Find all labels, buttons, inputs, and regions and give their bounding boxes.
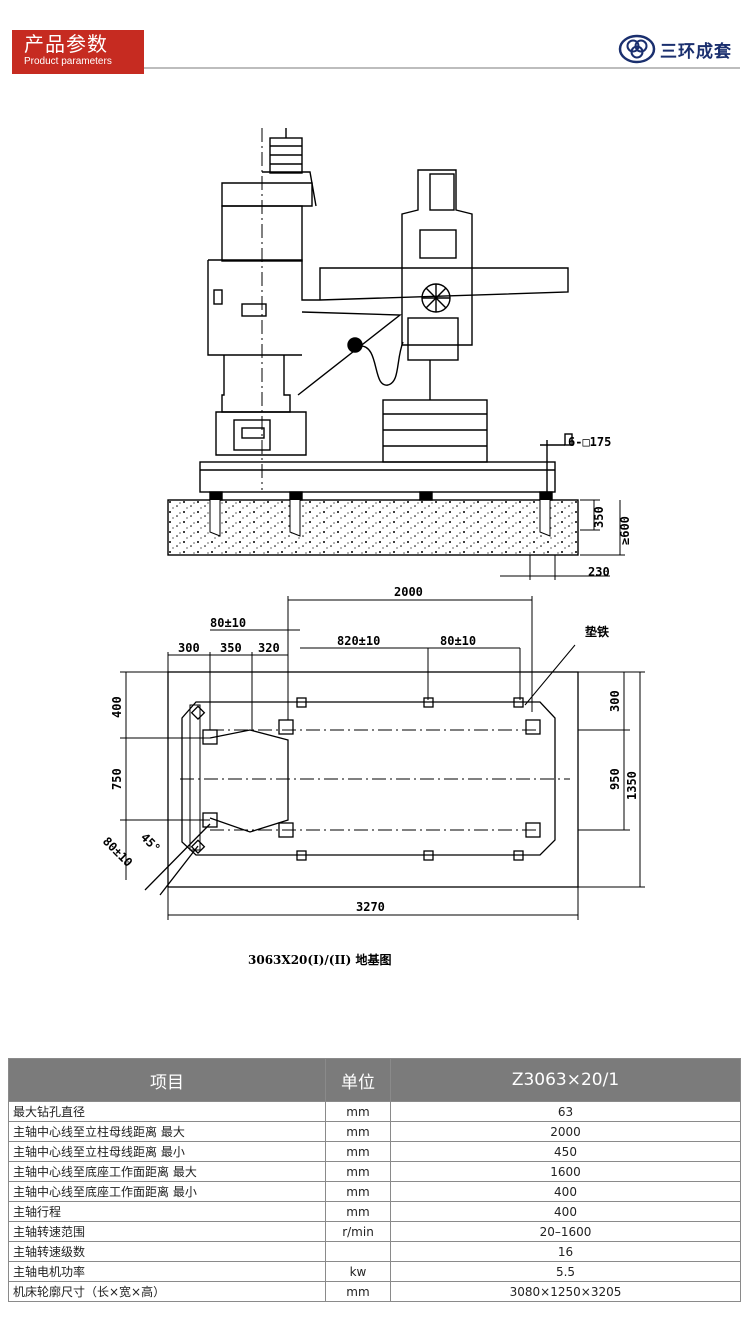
logo-emblem-icon <box>618 34 656 64</box>
dim-320-top: 320 <box>258 641 280 655</box>
dim-45-deg: 45° <box>138 830 163 855</box>
row-item: 主轴行程 <box>8 1201 326 1222</box>
dim-230: 230 <box>588 565 610 579</box>
row-item: 主轴中心线至底座工作面距离 最大 <box>8 1161 326 1182</box>
spec-table: 项目 单位 Z3063×20/1 最大钻孔直径 mm 63 主轴中心线至立柱母线… <box>8 1058 741 1302</box>
dim-350-top: 350 <box>220 641 242 655</box>
section-title-badge: 产品参数 Product parameters <box>12 30 144 74</box>
dim-820-10: 820±10 <box>337 634 380 648</box>
row-unit: mm <box>325 1121 391 1142</box>
table-row: 主轴转速级数 16 <box>8 1241 741 1262</box>
header-model: Z3063×20/1 <box>390 1058 741 1102</box>
row-item: 主轴电机功率 <box>8 1261 326 1282</box>
row-value: 400 <box>390 1181 741 1202</box>
row-unit: r/min <box>325 1221 391 1242</box>
header-divider <box>144 67 740 69</box>
dim-350: 350 <box>592 506 606 528</box>
table-header-row: 项目 单位 Z3063×20/1 <box>8 1058 741 1102</box>
dim-400-left: 400 <box>110 696 124 718</box>
row-item: 机床轮廓尺寸（长×宽×高） <box>8 1281 326 1302</box>
row-unit <box>325 1241 391 1262</box>
row-value: 1600 <box>390 1161 741 1182</box>
row-value: 16 <box>390 1241 741 1262</box>
drill-machine-elevation <box>199 128 573 501</box>
logo-text: 三环成套 <box>660 41 732 62</box>
row-item: 最大钻孔直径 <box>8 1101 326 1122</box>
dim-2000: 2000 <box>394 585 423 599</box>
dim-3270: 3270 <box>356 900 385 914</box>
table-row: 主轴中心线至立柱母线距离 最大 mm 2000 <box>8 1121 741 1142</box>
row-unit: mm <box>325 1201 391 1222</box>
table-row: 最大钻孔直径 mm 63 <box>8 1101 741 1122</box>
dim-6-175: 6-□175 <box>568 435 611 449</box>
row-unit: kw <box>325 1261 391 1282</box>
row-unit: mm <box>325 1141 391 1162</box>
row-unit: mm <box>325 1161 391 1182</box>
row-item: 主轴中心线至立柱母线距离 最大 <box>8 1121 326 1142</box>
row-value: 20–1600 <box>390 1221 741 1242</box>
row-item: 主轴中心线至立柱母线距离 最小 <box>8 1141 326 1162</box>
section-title-cn: 产品参数 <box>24 32 108 56</box>
brand-logo: 三环成套 <box>618 34 732 64</box>
row-value: 5.5 <box>390 1261 741 1282</box>
row-value: 2000 <box>390 1121 741 1142</box>
dim-300-top: 300 <box>178 641 200 655</box>
dim-80-10-top: 80±10 <box>210 616 246 630</box>
dim-950-right: 950 <box>608 768 622 790</box>
row-value: 450 <box>390 1141 741 1162</box>
table-row: 主轴中心线至立柱母线距离 最小 mm 450 <box>8 1141 741 1162</box>
dim-80-10-right: 80±10 <box>440 634 476 648</box>
row-value: 3080×1250×3205 <box>390 1281 741 1302</box>
dim-shim-label: 垫铁 <box>585 624 609 639</box>
row-value: 63 <box>390 1101 741 1122</box>
dim-300-right: 300 <box>608 690 622 712</box>
row-value: 400 <box>390 1201 741 1222</box>
table-row: 主轴中心线至底座工作面距离 最小 mm 400 <box>8 1181 741 1202</box>
drawing-caption: 3063X20(I)/(II) 地基图 <box>248 952 392 967</box>
row-unit: mm <box>325 1281 391 1302</box>
dim-1350-right: 1350 <box>625 771 639 800</box>
dim-750-left: 750 <box>110 768 124 790</box>
row-unit: mm <box>325 1101 391 1122</box>
plan-dimension-lines <box>120 596 645 920</box>
dim-600: ≥600 <box>618 516 632 545</box>
table-row: 机床轮廓尺寸（长×宽×高） mm 3080×1250×3205 <box>8 1281 741 1302</box>
header-unit: 单位 <box>325 1058 391 1102</box>
row-item: 主轴转速级数 <box>8 1241 326 1262</box>
section-title-en: Product parameters <box>24 56 112 67</box>
side-dimension-lines <box>500 499 625 580</box>
header-item: 项目 <box>8 1058 326 1102</box>
row-item: 主轴转速范围 <box>8 1221 326 1242</box>
table-row: 主轴电机功率 kw 5.5 <box>8 1261 741 1282</box>
dim-80-10-left: 80±10 <box>100 834 135 869</box>
table-row: 主轴中心线至底座工作面距离 最大 mm 1600 <box>8 1161 741 1182</box>
table-row: 主轴行程 mm 400 <box>8 1201 741 1222</box>
foundation-plan <box>144 671 579 896</box>
row-item: 主轴中心线至底座工作面距离 最小 <box>8 1181 326 1202</box>
foundation-drawing: 6-□175 350 ≥600 230 2000 80±10 820±10 80… <box>100 128 645 967</box>
page-header: 产品参数 Product parameters 三环成套 <box>0 0 750 80</box>
table-row: 主轴转速范围 r/min 20–1600 <box>8 1221 741 1242</box>
row-unit: mm <box>325 1181 391 1202</box>
concrete-foundation <box>167 499 579 556</box>
